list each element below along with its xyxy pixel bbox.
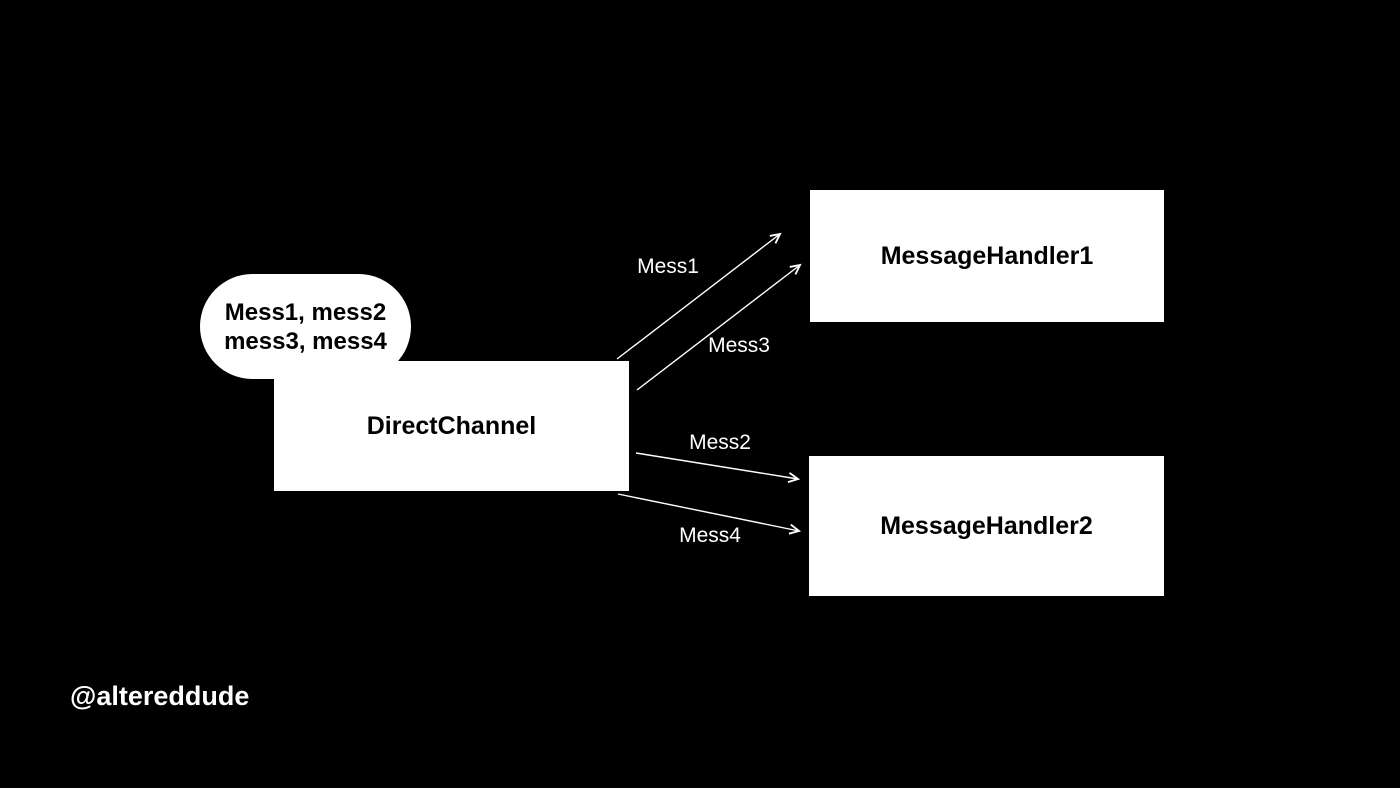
- message-handler-2-node: MessageHandler2: [809, 456, 1164, 596]
- arrow-label-mess4: Mess4: [679, 524, 741, 547]
- author-handle: @altereddude: [70, 681, 250, 711]
- arrow-label-mess2: Mess2: [689, 431, 751, 454]
- message-bubble-line1: Mess1, mess2: [224, 298, 387, 326]
- direct-channel-node: DirectChannel: [274, 361, 629, 491]
- arrow-mess2: [635, 452, 801, 484]
- message-handler-1-node: MessageHandler1: [810, 190, 1164, 322]
- message-handler-2-label: MessageHandler2: [880, 511, 1093, 540]
- arrow-mess3: [636, 263, 802, 391]
- arrow-label-mess1: Mess1: [637, 255, 699, 278]
- message-bubble-line2: mess3, mess4: [224, 327, 387, 355]
- message-handler-1-label: MessageHandler1: [880, 241, 1094, 270]
- direct-channel-label: DirectChannel: [366, 411, 537, 440]
- arrow-label-mess3: Mess3: [708, 334, 770, 357]
